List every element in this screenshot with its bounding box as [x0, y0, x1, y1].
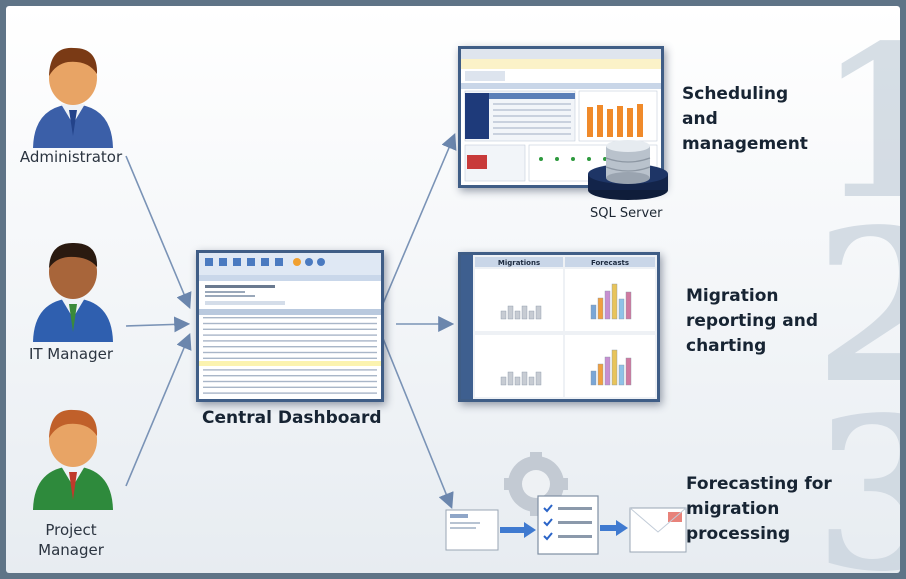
admin-avatar-icon	[33, 47, 113, 148]
report-header-migrations: Migrations	[498, 259, 540, 267]
sql-server-label: SQL Server	[590, 206, 663, 221]
central-dashboard-screenshot	[196, 250, 384, 402]
forecasting-graphic	[445, 452, 687, 555]
flow-arrows	[125, 133, 457, 509]
document-icon	[537, 495, 599, 555]
role-label-projectmanager: Project Manager	[38, 521, 104, 559]
pm-avatar-icon	[33, 409, 113, 510]
diagram-canvas: 1 2 3 Administrator IT Mana	[6, 6, 900, 573]
arrow-pm-to-dashboard	[125, 333, 192, 487]
envelope-icon	[445, 509, 499, 551]
role-label-administrator: Administrator	[19, 148, 123, 166]
arrow-admin-to-dashboard	[125, 155, 192, 309]
role-label-itmanager: IT Manager	[28, 345, 114, 363]
arrow-itmanager-to-dashboard	[125, 316, 191, 333]
scheduling-mini-ui	[461, 49, 661, 182]
step-number-1: 1	[816, 6, 900, 246]
database-icon	[588, 140, 668, 200]
envelope-icon	[629, 507, 687, 553]
step-text-forecasting: Forecasting for migration processing	[686, 474, 832, 544]
reporting-screenshot: Migrations Forecasts	[458, 252, 660, 402]
step-number-2: 2	[814, 183, 900, 430]
itmanager-avatar-icon	[33, 242, 113, 342]
step-text-scheduling: Scheduling and management	[682, 84, 808, 154]
report-header-forecasts: Forecasts	[591, 259, 629, 267]
central-dashboard-label: Central Dashboard	[202, 408, 382, 428]
reporting-mini-ui: Migrations Forecasts	[461, 255, 657, 399]
step-number-3: 3	[814, 371, 900, 574]
step-text-reporting: Migration reporting and charting	[686, 286, 819, 356]
dashboard-mini-ui	[199, 253, 381, 394]
arrow-dashboard-to-scheduling	[381, 133, 457, 307]
arrow-dashboard-to-forecasting	[381, 335, 454, 509]
